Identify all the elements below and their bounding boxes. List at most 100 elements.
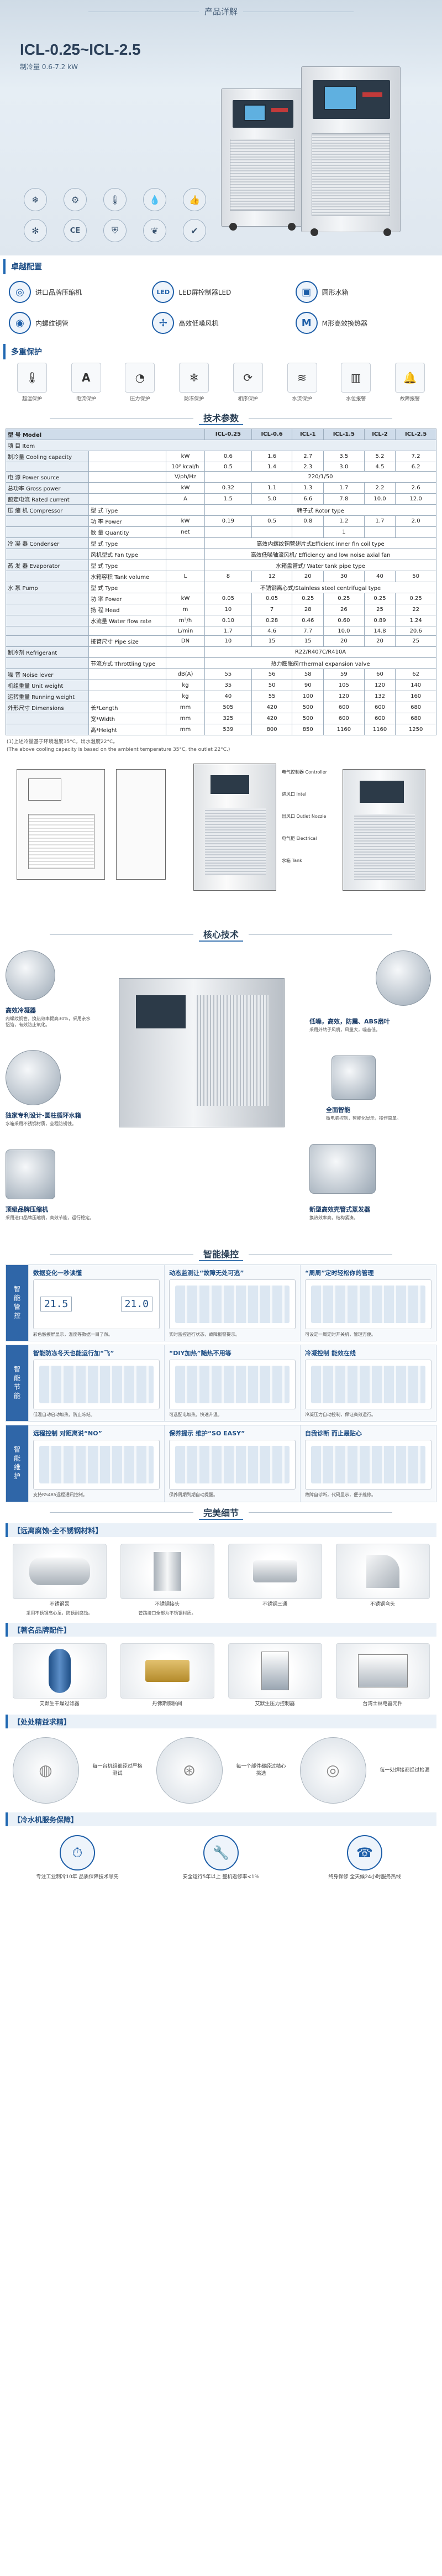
spec-value: 140	[395, 680, 436, 691]
filter-drier-photo	[12, 1643, 107, 1699]
spec-value: 850	[292, 724, 324, 735]
spec-value: 1160	[323, 724, 365, 735]
protection-label: 故障报警	[399, 396, 420, 402]
core-tech-section: 高效冷凝器 内螺纹铜管，换热效率提高30%，采用亲水铝箔，有效防止氧化。 独家专…	[0, 945, 442, 1243]
spec-sub: 型 式 Type	[88, 560, 166, 571]
service-label: 终身保修 全天候24小时服务热线	[328, 1874, 401, 1880]
smart-heading: 智能操控	[0, 1247, 442, 1261]
spec-value: 40	[204, 691, 252, 702]
spec-value: 25	[364, 604, 396, 615]
spec-span-value: 转子式 Rotor type	[204, 504, 436, 516]
spec-value: 10.0	[364, 493, 396, 505]
chiller-unit-large	[301, 66, 401, 236]
spec-value: 14.8	[364, 626, 396, 636]
spec-value: 5.0	[251, 493, 293, 505]
spec-value: 2.6	[395, 482, 436, 494]
spec-value: 0.25	[292, 593, 324, 604]
protection-label: 水流保护	[292, 396, 312, 402]
part-desc: 管路接口全部为不锈钢材质。	[138, 1611, 196, 1616]
spec-sub: 功 率 Power	[88, 515, 166, 527]
spec-value: 1.4	[251, 462, 293, 472]
side-view-drawing	[116, 769, 166, 880]
part-label: 不锈钢弯头	[370, 1601, 395, 1607]
spec-group: 外形尺寸 Dimensions	[6, 702, 89, 713]
spec-value: 680	[395, 713, 436, 724]
smart-cell-screen	[305, 1360, 432, 1410]
spec-model-col: ICL-0.25	[204, 429, 252, 440]
spec-sub	[88, 493, 166, 505]
service-label: 安全运行5年以上 整机返修率<1%	[182, 1874, 260, 1880]
spec-model-col: ICL-2.5	[395, 429, 436, 440]
section-title-product-detail: 产品详解	[0, 6, 442, 17]
expansion-valve-photo	[120, 1643, 214, 1699]
spec-note-cn: (1)上述冷量基于环境温度35°C，出水温度22°C。	[7, 739, 118, 745]
spec-value: 0.05	[251, 593, 293, 604]
spec-sub: 型 式 Type	[88, 504, 166, 516]
spec-value: 0.6	[204, 451, 252, 462]
smart-cell-desc: 冷凝压力自动控制，保证高效运行。	[305, 1412, 376, 1418]
brand-item: 台湾士林电器元件	[335, 1643, 430, 1708]
spec-value: 20	[364, 635, 396, 647]
spec-value: 100	[292, 691, 324, 702]
feature-title: 进口品牌压缩机	[35, 288, 82, 296]
protection-item: 🔔故障报警	[388, 363, 432, 402]
spec-group: 额定电流 Rated current	[6, 493, 89, 505]
brands-row: 艾默生干燥过滤器 丹佛斯膨胀阀 艾默生压力控制器 台湾士林电器元件	[0, 1640, 442, 1711]
smart-cell: 远程控制 对距离说“NO”支持RS485远程通讯控制。	[28, 1425, 164, 1502]
fan-photo	[376, 950, 431, 1006]
spec-sub: 长*Length	[88, 702, 166, 713]
core-heading: 核心技术	[0, 927, 442, 942]
drawing-label: 电气柜 Electrical	[282, 836, 317, 841]
parts-heading: 【远离腐蚀-全不锈钢材料】	[6, 1523, 436, 1537]
spec-group	[6, 593, 89, 604]
spec-value: 0.32	[204, 482, 252, 494]
core-right-title: 新型高效壳管式蒸发器	[309, 1206, 370, 1213]
spec-value: 600	[323, 713, 365, 724]
spec-group	[6, 515, 89, 527]
spec-group	[6, 526, 89, 538]
feature-title: 高效低噪风机	[178, 319, 219, 327]
spec-value: 10	[204, 635, 252, 647]
drop-icon: 💧	[143, 188, 166, 211]
spec-value: 4.5	[364, 462, 396, 472]
protection-heading: 多重保护	[3, 344, 442, 359]
spec-value: 539	[204, 724, 252, 735]
spec-value: 0.19	[204, 515, 252, 527]
spec-unit	[166, 646, 205, 658]
spec-value: 30	[323, 571, 365, 582]
spec-value: 505	[204, 702, 252, 713]
fitting-photo	[120, 1543, 214, 1599]
hero-banner: 产品详解 ICL-0.25~ICL-2.5 制冷量 0.6-7.2 kW ❄ ⚙…	[0, 0, 442, 255]
service-heading: 【冷水机服务保障】	[6, 1812, 436, 1826]
core-right-desc: 换热效率高，结构紧凑。	[309, 1215, 358, 1220]
elbow-photo	[335, 1543, 430, 1599]
compressor-photo	[6, 1149, 55, 1199]
spec-heading: 技术参数	[0, 411, 442, 425]
spec-value: 3.0	[323, 462, 365, 472]
spec-sub	[88, 668, 166, 680]
spec-sub: 宽*Width	[88, 713, 166, 724]
spec-span-value: 220/1/50	[204, 471, 436, 483]
smart-cell-screen	[33, 1360, 160, 1410]
spec-model-col: ICL-1.5	[323, 429, 365, 440]
spec-unit: kg	[166, 691, 205, 702]
contactor-photo	[335, 1643, 430, 1699]
smart-cell-title: 数据变化一秒读懂	[33, 1269, 82, 1277]
spec-group: 电 源 Power source	[6, 471, 89, 483]
spec-group: 冷 凝 器 Condenser	[6, 537, 89, 549]
spec-value: 1.7	[323, 482, 365, 494]
spec-unit: net	[166, 526, 205, 538]
process-label: 每一台机组都经过严格测试	[92, 1764, 143, 1776]
part-item: 不锈钢弯头	[335, 1543, 430, 1617]
level-icon: ▥	[341, 363, 371, 393]
